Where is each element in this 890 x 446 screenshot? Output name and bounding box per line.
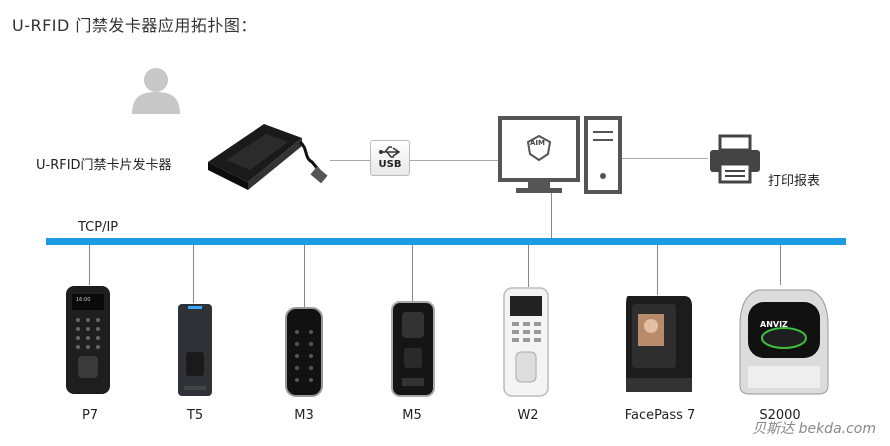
watermark: 贝斯达 bekda.com bbox=[752, 421, 876, 437]
device-label-t5: T5 bbox=[186, 408, 204, 423]
drop-p7 bbox=[89, 245, 90, 285]
drop-s2000 bbox=[780, 245, 781, 285]
user-icon bbox=[132, 68, 180, 114]
printer-label: 打印报表 bbox=[768, 174, 821, 189]
device-label-m5: M5 bbox=[402, 408, 422, 423]
device-label-s2000: S2000 bbox=[759, 408, 801, 423]
device-facepass7 bbox=[626, 296, 692, 392]
device-p7 bbox=[66, 286, 110, 394]
usb-badge: USB bbox=[370, 140, 410, 176]
device-w2 bbox=[503, 287, 549, 397]
printer-icon bbox=[710, 134, 760, 184]
p7-time: 16:00 bbox=[76, 297, 91, 303]
drop-m5 bbox=[412, 245, 413, 301]
pc-icon bbox=[498, 116, 622, 194]
usb-label: USB bbox=[378, 159, 402, 170]
drop-w2 bbox=[528, 245, 529, 287]
drop-facepass7 bbox=[657, 245, 658, 295]
drop-m3 bbox=[304, 245, 305, 307]
s2000-brand: ANVIZ bbox=[760, 320, 788, 329]
device-m3 bbox=[285, 307, 323, 397]
device-label-w2: W2 bbox=[517, 408, 539, 423]
diagram-title: U-RFID 门禁发卡器应用拓扑图： bbox=[12, 16, 257, 35]
pc-bus-connector bbox=[551, 193, 552, 239]
device-label-m3: M3 bbox=[294, 408, 314, 423]
bus-label: TCP/IP bbox=[78, 220, 119, 235]
pc-printer-connector bbox=[622, 158, 708, 159]
usb-icon bbox=[379, 146, 401, 158]
usb-pc-connector bbox=[410, 160, 500, 161]
device-label-facepass7: FacePass 7 bbox=[624, 408, 696, 423]
device-s2000 bbox=[739, 289, 829, 395]
device-t5 bbox=[178, 304, 212, 396]
device-m5 bbox=[391, 301, 435, 397]
card-issuer-label: U-RFID门禁卡片发卡器 bbox=[36, 158, 172, 173]
monitor-logo: AIM bbox=[530, 139, 545, 147]
issuer-usb-connector bbox=[330, 160, 370, 161]
tcp-ip-bus bbox=[46, 238, 846, 245]
device-label-p7: P7 bbox=[81, 408, 99, 423]
drop-t5 bbox=[193, 245, 194, 303]
card-issuer-device bbox=[208, 124, 328, 190]
